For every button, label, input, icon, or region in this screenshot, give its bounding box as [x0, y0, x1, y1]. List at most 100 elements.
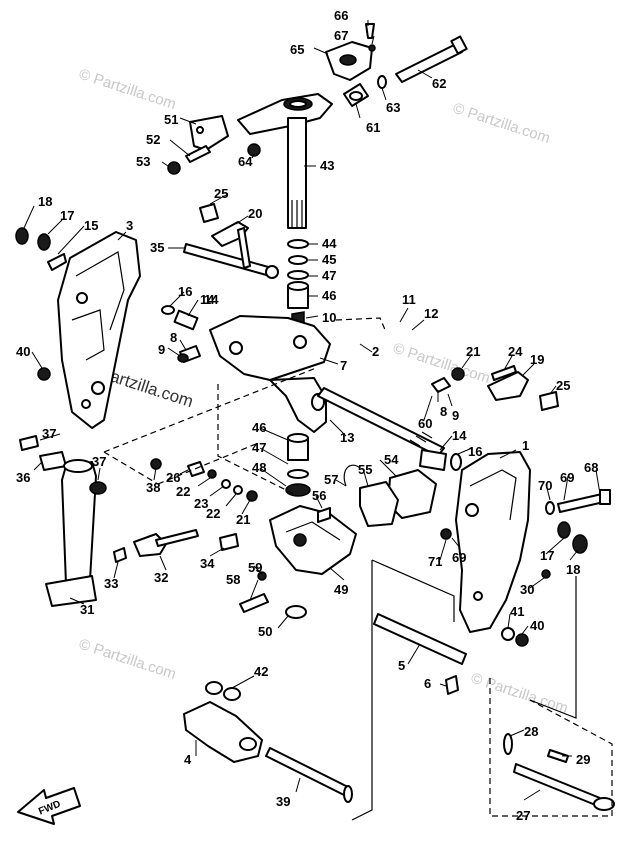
- callout-10: 10: [322, 310, 336, 325]
- guide-line-30: [529, 576, 577, 719]
- nut-64: [247, 143, 261, 157]
- bolt-62: [395, 35, 468, 83]
- callout-54: 54: [384, 452, 399, 467]
- washer-16-right: [450, 453, 462, 471]
- callout-22-b: 22: [206, 506, 220, 521]
- bracket-65: [325, 41, 373, 81]
- callout-60: 60: [418, 416, 432, 431]
- watermark: © Partzilla.com: [451, 100, 552, 147]
- callout-29: 29: [576, 752, 590, 767]
- pin-61: [343, 83, 369, 107]
- leader-lines: [23, 20, 601, 801]
- spring-57: [343, 464, 361, 487]
- callout-9: 9: [158, 342, 165, 357]
- lever-32: [133, 529, 199, 557]
- callout-21: 21: [466, 344, 480, 359]
- callout-48: 48: [252, 460, 266, 475]
- callout-57: 57: [324, 472, 338, 487]
- callout-27: 27: [516, 808, 530, 823]
- bushing-14-right: [419, 449, 447, 471]
- callout-31: 31: [80, 602, 94, 617]
- washer-70: [545, 501, 555, 515]
- nut-9: [177, 353, 189, 363]
- bushing-42-a: [205, 681, 223, 695]
- callout-3: 3: [126, 218, 133, 233]
- bushing-18-right: [572, 534, 588, 554]
- lever-60: [431, 377, 451, 393]
- o-ring-47-lower: [287, 469, 309, 479]
- callout-6: 6: [424, 676, 431, 691]
- washer-41: [501, 627, 515, 641]
- callout-56: 56: [312, 488, 326, 503]
- bolt-66: [365, 23, 375, 39]
- callout-13: 13: [340, 430, 354, 445]
- washer-44: [287, 239, 309, 249]
- callout-69: 69: [560, 470, 574, 485]
- callout-17-b: 17: [540, 548, 554, 563]
- clamp-4: [183, 701, 263, 763]
- washer-67: [368, 44, 376, 52]
- callout-16: 16: [178, 284, 192, 299]
- bushing-18: [15, 227, 29, 245]
- o-ring-47: [287, 270, 309, 280]
- tilt-pin-39: [265, 747, 353, 803]
- nut-30: [541, 569, 551, 579]
- dashed-group-27: [489, 678, 613, 817]
- callout-55: 55: [358, 462, 372, 477]
- bushing-46-lower: [287, 433, 309, 461]
- callout-24: 24: [508, 344, 523, 359]
- callout-1: 1: [522, 438, 529, 453]
- bushing-42-b: [223, 687, 241, 701]
- clamp-49: [269, 505, 357, 575]
- callout-50: 50: [258, 624, 272, 639]
- forward-direction-arrow: FWD: [17, 787, 81, 825]
- plate-5: [373, 613, 467, 665]
- nut-40: [37, 367, 51, 381]
- callout-8-b: 8: [440, 404, 447, 419]
- clip-50: [285, 605, 307, 619]
- callout-67: 67: [334, 28, 348, 43]
- callout-45: 45: [322, 252, 336, 267]
- callout-25: 25: [214, 186, 228, 201]
- callout-28: 28: [524, 724, 538, 739]
- cap-34: [219, 533, 239, 551]
- bushing-46: [287, 281, 309, 309]
- guide-line-39: [351, 560, 373, 821]
- washer-45: [288, 255, 308, 265]
- callout-32: 32: [154, 570, 168, 585]
- watermark: © Partzilla.com: [77, 66, 178, 113]
- callout-9-b: 9: [452, 408, 459, 423]
- callout-47-b: 47: [252, 440, 266, 455]
- bushing-37: [89, 481, 107, 495]
- clamp-bracket-1: [455, 451, 531, 633]
- washer-59: [257, 571, 267, 581]
- callout-23: 23: [194, 496, 208, 511]
- callout-37: 37: [42, 426, 56, 441]
- bolt-68: [557, 489, 611, 513]
- clamp-bracket-3: [57, 231, 141, 429]
- callout-43: 43: [320, 158, 334, 173]
- callout-25-b: 25: [556, 378, 570, 393]
- callout-37-b: 37: [92, 454, 106, 469]
- bolt-52: [185, 145, 211, 163]
- plate-55: [359, 481, 399, 527]
- bracket-20: [211, 221, 251, 269]
- nut-21: [451, 367, 465, 381]
- callout-15: 15: [84, 218, 98, 233]
- tilt-tube-13: [317, 387, 445, 457]
- callout-26: 26: [166, 470, 180, 485]
- guide-line-5: [371, 559, 455, 622]
- tilt-cylinder-31: [45, 459, 97, 607]
- callout-4: 4: [184, 752, 192, 767]
- callout-58: 58: [226, 572, 240, 587]
- callout-46-b: 46: [252, 420, 266, 435]
- callout-41: 41: [510, 604, 524, 619]
- dashed-line-2: [335, 317, 387, 333]
- bolt-6: [445, 675, 459, 695]
- callout-68: 68: [584, 460, 598, 475]
- small-parts-21-26: [187, 461, 258, 502]
- callout-36: 36: [16, 470, 30, 485]
- bushing-36: [39, 451, 67, 471]
- nut-38: [150, 458, 162, 470]
- steering-shaft-43: [287, 117, 307, 229]
